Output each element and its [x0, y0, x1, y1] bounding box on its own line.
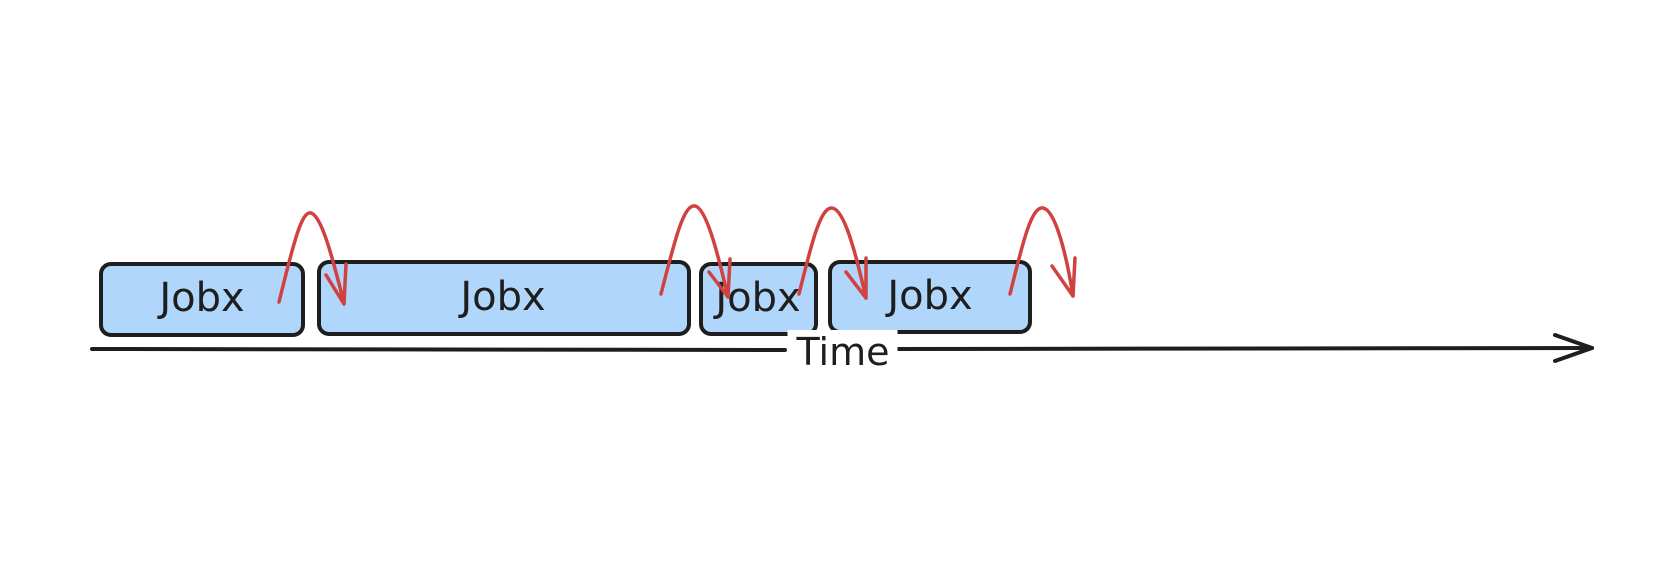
hop-arrow-4-curve	[1008, 206, 1075, 298]
hop-arrow-1-head-icon	[324, 262, 348, 306]
job-box-1-label: Jobx	[156, 275, 244, 321]
hop-arrow-4	[1008, 206, 1077, 298]
time-axis-label: Time	[796, 330, 890, 374]
time-axis-label-background	[787, 330, 898, 374]
job-box-4-label: Jobx	[884, 273, 972, 319]
time-axis-arrowhead-icon	[1553, 333, 1594, 363]
hop-arrow-1	[277, 211, 348, 306]
job-box-3: Jobx	[699, 262, 818, 336]
job-box-2-label: Jobx	[457, 274, 545, 320]
hop-arrow-1-curve	[277, 211, 346, 305]
job-box-1: Jobx	[99, 262, 305, 337]
job-box-4: Jobx	[828, 260, 1032, 334]
time-axis: Time	[90, 330, 1594, 374]
job-box-1-rect	[99, 262, 305, 337]
job-box-2: Jobx	[317, 260, 691, 336]
job-box-4-rect	[828, 260, 1032, 334]
time-axis-line-left	[90, 347, 787, 352]
hop-arrow-4-head-icon	[1050, 256, 1077, 298]
hop-arrow-3-head-icon	[844, 256, 868, 300]
hop-arrow-3	[797, 206, 868, 300]
hop-arrow-2	[659, 204, 732, 299]
hop-arrow-2-head-icon	[707, 257, 732, 299]
time-axis-line-right	[896, 346, 1594, 351]
hop-arrow-3-curve	[797, 206, 868, 300]
job-box-2-rect	[317, 260, 691, 336]
hop-arrow-2-curve	[659, 204, 730, 299]
